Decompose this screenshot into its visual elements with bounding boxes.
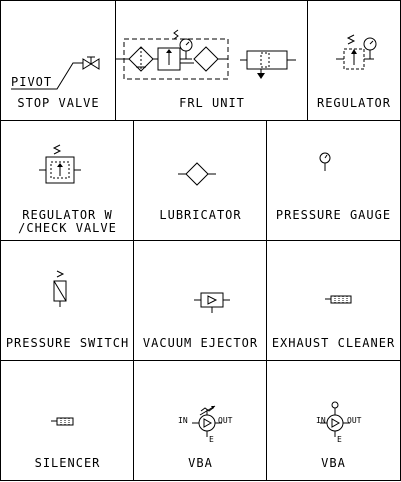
lubricator-label: LUBRICATOR (159, 208, 242, 222)
regulator-check-label-2: /CHECK VALVE (18, 221, 117, 235)
vba-2-e: E (337, 435, 342, 444)
lubricator-icon (134, 121, 269, 243)
exhaust-cleaner-icon (267, 241, 401, 363)
vba-2-icon (267, 361, 401, 482)
vba-1-in: IN (178, 416, 188, 425)
regulator-icon (308, 1, 401, 123)
regulator-check-label-1: REGULATOR W (22, 208, 113, 222)
vba-1-label: VBA (188, 456, 213, 470)
cell-lubricator[interactable]: LUBRICATOR (133, 120, 268, 242)
cell-silencer[interactable]: SILENCER (0, 360, 135, 481)
vba-1-out: OUT (218, 416, 233, 425)
regulator-label: REGULATOR (316, 96, 392, 110)
cell-frl-unit[interactable]: FRL UNIT (115, 0, 309, 122)
pressure-gauge-icon (267, 121, 401, 243)
regulator-check-valve-icon (1, 121, 136, 243)
stop-valve-icon (1, 1, 118, 123)
cell-vba-1[interactable]: IN OUT E VBA (133, 360, 268, 481)
exhaust-cleaner-label: EXHAUST CLEANER (271, 336, 396, 350)
silencer-icon (1, 361, 136, 482)
pressure-switch-label: PRESSURE SWITCH (5, 336, 130, 350)
vacuum-ejector-label: VACUUM EJECTOR (142, 336, 259, 350)
cell-stop-valve[interactable]: PIVOT STOP VALVE (0, 0, 117, 122)
cell-regulator-check-valve[interactable]: REGULATOR W /CHECK VALVE (0, 120, 135, 242)
pressure-gauge-label: PRESSURE GAUGE (275, 208, 392, 222)
cell-pressure-gauge[interactable]: PRESSURE GAUGE (266, 120, 401, 242)
vba-2-in: IN (316, 416, 326, 425)
stop-valve-tag: PIVOT (11, 75, 53, 89)
silencer-label: SILENCER (34, 456, 101, 470)
frl-unit-icon (116, 1, 310, 123)
cell-pressure-switch[interactable]: PRESSURE SWITCH (0, 240, 135, 362)
cell-exhaust-cleaner[interactable]: EXHAUST CLEANER (266, 240, 401, 362)
frl-unit-label: FRL UNIT (179, 96, 245, 110)
vacuum-ejector-icon (134, 241, 269, 363)
stop-valve-label: STOP VALVE (17, 96, 100, 110)
cell-vba-2[interactable]: IN OUT E VBA (266, 360, 401, 481)
vba-2-out: OUT (347, 416, 362, 425)
pressure-switch-icon (1, 241, 136, 363)
vba-1-icon (134, 361, 269, 482)
vba-2-label: VBA (321, 456, 346, 470)
vba-1-e: E (209, 435, 214, 444)
cell-vacuum-ejector[interactable]: VACUUM EJECTOR (133, 240, 268, 362)
cell-regulator[interactable]: REGULATOR (307, 0, 401, 122)
